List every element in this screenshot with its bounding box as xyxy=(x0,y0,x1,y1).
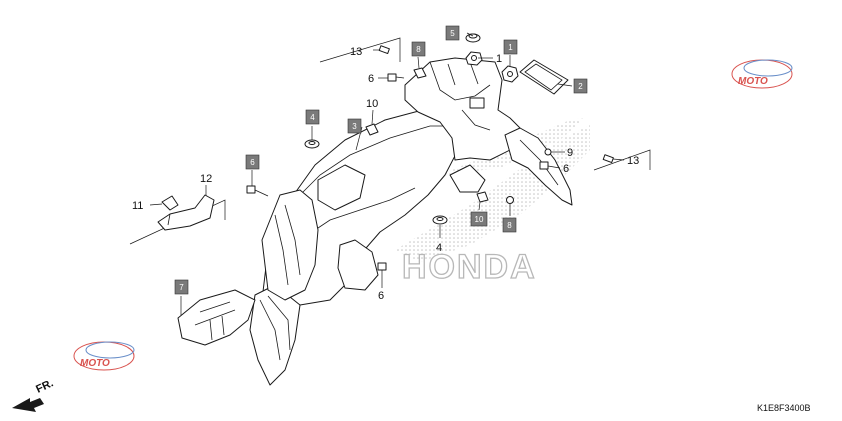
lower-splash-guard xyxy=(177,289,256,346)
hardware-bolt-6b xyxy=(246,185,269,197)
callout-6-right: 6 xyxy=(563,163,569,175)
hardware-bolt-6a xyxy=(387,73,405,82)
reflector-plate xyxy=(519,59,569,95)
callout-box-2: 2 xyxy=(573,78,588,94)
hardware-nut-1a xyxy=(465,51,483,66)
callout-box-5: 5 xyxy=(445,25,460,41)
callout-10-plain: 10 xyxy=(366,98,378,110)
callout-box-10: 10 xyxy=(470,211,488,227)
hardware-nut-1b xyxy=(501,65,519,83)
hardware-clip-8a xyxy=(413,67,427,79)
svg-text:2: 2 xyxy=(578,82,583,91)
watermark-text: MOTO xyxy=(738,76,768,87)
svg-text:8: 8 xyxy=(416,45,421,54)
watermark-logo-top: MOTO xyxy=(731,59,793,89)
hardware-clip-8b xyxy=(506,196,514,204)
callout-box-8a: 8 xyxy=(502,217,517,233)
inset-frame-13 xyxy=(319,37,401,63)
callout-box-1: 1 xyxy=(503,39,518,55)
svg-text:10: 10 xyxy=(475,215,484,224)
leader-lines xyxy=(149,32,625,315)
inset-bracket-group xyxy=(129,194,226,245)
svg-text:6: 6 xyxy=(250,158,255,167)
hardware-clip-9 xyxy=(544,148,552,156)
hardware-clip-13b xyxy=(602,154,614,164)
rear-mudguard xyxy=(249,284,301,386)
inset-frame-13b xyxy=(593,149,651,171)
grommet-4a xyxy=(304,139,320,149)
callout-6-top: 6 xyxy=(368,73,374,85)
callout-box-3: 3 xyxy=(347,118,362,134)
hardware-clip-10b xyxy=(476,191,489,203)
brand-text: HONDA xyxy=(402,248,537,286)
svg-text:3: 3 xyxy=(352,122,357,131)
hardware-clip-13a xyxy=(378,45,390,55)
svg-text:5: 5 xyxy=(450,29,455,38)
callout-13-top: 13 xyxy=(350,46,362,58)
svg-text:1: 1 xyxy=(508,43,513,52)
grommet-4b xyxy=(432,215,448,225)
callout-box-4: 4 xyxy=(305,109,320,125)
callout-6-bottom: 6 xyxy=(378,290,384,302)
callout-11: 11 xyxy=(132,200,143,212)
callout-9: 9 xyxy=(567,147,573,159)
callout-13-right: 13 xyxy=(627,155,639,167)
callout-box-6: 6 xyxy=(245,154,260,170)
callout-box-7: 7 xyxy=(174,279,189,295)
hardware-clip-10a xyxy=(365,123,379,136)
watermark-logo-left: MOTO xyxy=(73,341,135,371)
watermark-text: MOTO xyxy=(80,358,110,369)
callout-box-8b: 8 xyxy=(411,41,426,57)
svg-text:8: 8 xyxy=(507,221,512,230)
callout-1-plain: 1 xyxy=(496,53,502,65)
front-direction-marker: FR. xyxy=(12,377,55,412)
callout-12: 12 xyxy=(200,173,212,185)
front-label: FR. xyxy=(34,377,55,395)
hardware-bolt-6d xyxy=(539,161,549,170)
svg-text:4: 4 xyxy=(310,113,315,122)
hardware-nut-5 xyxy=(465,33,481,43)
fender-extension xyxy=(449,127,573,206)
diagram-code: K1E8F3400B xyxy=(757,403,811,413)
svg-text:7: 7 xyxy=(179,283,184,292)
inner-fender xyxy=(261,189,379,301)
callout-4-plain: 4 xyxy=(436,242,442,254)
hardware-bolt-6c xyxy=(377,262,387,271)
